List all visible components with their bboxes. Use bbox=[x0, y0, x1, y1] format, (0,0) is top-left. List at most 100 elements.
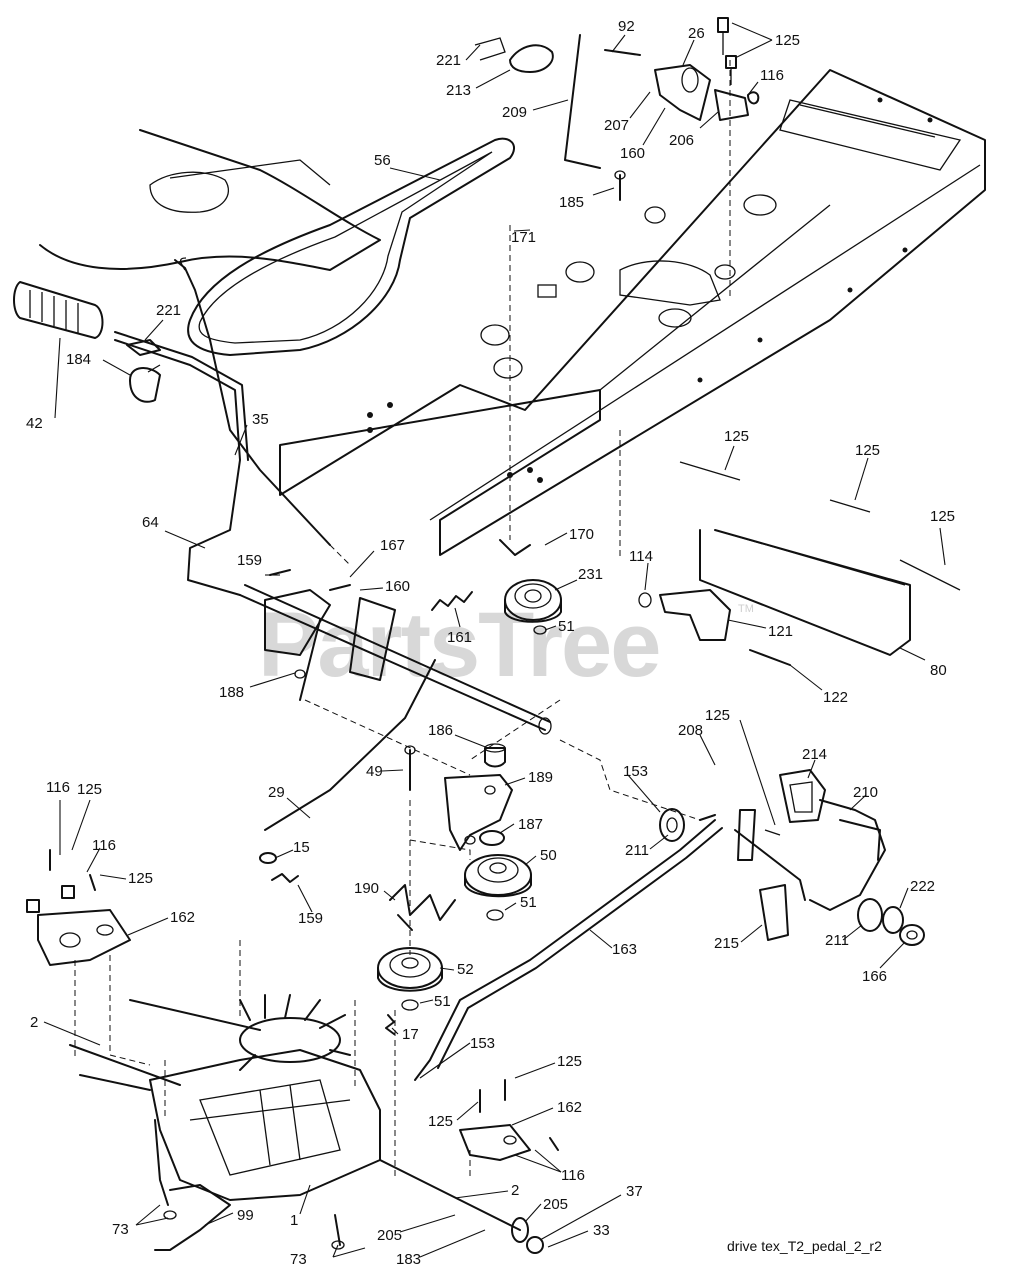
drive-belt bbox=[187, 137, 515, 356]
callout-37: 37 bbox=[626, 1183, 643, 1200]
callout-125: 125 bbox=[557, 1053, 582, 1070]
pedal-bracket bbox=[264, 569, 436, 831]
callout-114: 114 bbox=[629, 548, 653, 565]
spring-161 bbox=[431, 591, 473, 611]
callout-161: 161 bbox=[447, 629, 472, 646]
callout-73: 73 bbox=[112, 1221, 129, 1238]
callout-125: 125 bbox=[128, 870, 153, 887]
belt-keeper bbox=[389, 884, 456, 931]
callout-2: 2 bbox=[30, 1014, 38, 1031]
callout-159: 159 bbox=[298, 910, 323, 927]
main-frame bbox=[279, 69, 986, 556]
callout-190: 190 bbox=[354, 880, 379, 897]
idler-bracket bbox=[404, 743, 532, 921]
callout-209: 209 bbox=[502, 104, 527, 121]
callout-207: 207 bbox=[604, 117, 629, 134]
leader-lines bbox=[43, 22, 946, 1258]
callout-185: 185 bbox=[559, 194, 584, 211]
callout-125: 125 bbox=[855, 442, 880, 459]
callout-187: 187 bbox=[518, 816, 543, 833]
callout-205: 205 bbox=[377, 1227, 402, 1244]
brake-pedal bbox=[659, 769, 925, 946]
clip-parts bbox=[126, 339, 161, 403]
callout-15: 15 bbox=[293, 839, 310, 856]
assembly-lines bbox=[74, 60, 731, 1180]
callout-92: 92 bbox=[618, 18, 635, 35]
callout-214: 214 bbox=[802, 746, 827, 763]
callout-222: 222 bbox=[910, 878, 935, 895]
callout-125: 125 bbox=[930, 508, 955, 525]
callout-51: 51 bbox=[520, 894, 537, 911]
top-hardware bbox=[474, 17, 760, 201]
callout-171: 171 bbox=[511, 229, 536, 246]
callout-170: 170 bbox=[569, 526, 594, 543]
mount-bracket-right bbox=[459, 1079, 559, 1161]
callout-153: 153 bbox=[470, 1035, 495, 1052]
callout-125: 125 bbox=[775, 32, 800, 49]
callout-121: 121 bbox=[768, 623, 793, 640]
callout-211: 211 bbox=[625, 842, 649, 859]
callout-184: 184 bbox=[66, 351, 91, 368]
callout-80: 80 bbox=[930, 662, 947, 679]
callout-49: 49 bbox=[366, 763, 383, 780]
callout-116: 116 bbox=[92, 837, 116, 854]
belt-guide bbox=[638, 461, 961, 666]
callout-125: 125 bbox=[724, 428, 749, 445]
callout-labels: 221 213 209 92 26 125 116 207 160 206 56… bbox=[26, 18, 955, 1268]
callout-188: 188 bbox=[219, 684, 244, 701]
callout-160: 160 bbox=[620, 145, 645, 162]
rod-29 bbox=[259, 852, 299, 883]
callout-210: 210 bbox=[853, 784, 878, 801]
watermark-tm: TM bbox=[738, 603, 754, 615]
watermark: PartsTree bbox=[258, 594, 659, 696]
callout-56: 56 bbox=[374, 152, 391, 169]
callout-52: 52 bbox=[457, 961, 474, 978]
callout-162: 162 bbox=[557, 1099, 582, 1116]
shift-rod bbox=[174, 257, 331, 546]
rod-163 bbox=[414, 819, 723, 1081]
callout-51: 51 bbox=[558, 618, 575, 635]
callout-183: 183 bbox=[396, 1251, 421, 1268]
callout-208: 208 bbox=[678, 722, 703, 739]
callout-221: 221 bbox=[436, 52, 461, 69]
callout-29: 29 bbox=[268, 784, 285, 801]
callout-162: 162 bbox=[170, 909, 195, 926]
callout-213: 213 bbox=[446, 82, 471, 99]
callout-17: 17 bbox=[402, 1026, 419, 1043]
callout-186: 186 bbox=[428, 722, 453, 739]
hood-panel bbox=[39, 129, 381, 271]
callout-116: 116 bbox=[46, 779, 70, 796]
callout-211: 211 bbox=[825, 932, 849, 949]
callout-2: 2 bbox=[511, 1182, 519, 1199]
callout-42: 42 bbox=[26, 415, 43, 432]
callout-206: 206 bbox=[669, 132, 694, 149]
callout-35: 35 bbox=[252, 411, 269, 428]
callout-205: 205 bbox=[543, 1196, 568, 1213]
callout-73: 73 bbox=[290, 1251, 307, 1268]
callout-189: 189 bbox=[528, 769, 553, 786]
callout-122: 122 bbox=[823, 689, 848, 706]
mount-bracket-left bbox=[26, 849, 131, 966]
callout-153: 153 bbox=[623, 763, 648, 780]
callout-160: 160 bbox=[385, 578, 410, 595]
callout-221: 221 bbox=[156, 302, 181, 319]
callout-1: 1 bbox=[290, 1212, 298, 1229]
callout-116: 116 bbox=[760, 67, 784, 84]
callout-33: 33 bbox=[593, 1222, 610, 1239]
transaxle bbox=[69, 994, 544, 1254]
callout-166: 166 bbox=[862, 968, 887, 985]
spring-17 bbox=[385, 1014, 395, 1035]
callout-50: 50 bbox=[540, 847, 557, 864]
callout-159: 159 bbox=[237, 552, 262, 569]
callout-125: 125 bbox=[428, 1113, 453, 1130]
callout-125: 125 bbox=[77, 781, 102, 798]
callout-163: 163 bbox=[612, 941, 637, 958]
callout-26: 26 bbox=[688, 25, 705, 42]
callout-231: 231 bbox=[578, 566, 603, 583]
callout-167: 167 bbox=[380, 537, 405, 554]
callout-64: 64 bbox=[142, 514, 159, 531]
callout-116: 116 bbox=[561, 1167, 585, 1184]
callout-215: 215 bbox=[714, 935, 739, 952]
diagram-caption: drive tex_T2_pedal_2_r2 bbox=[727, 1238, 882, 1254]
callout-51: 51 bbox=[434, 993, 451, 1010]
